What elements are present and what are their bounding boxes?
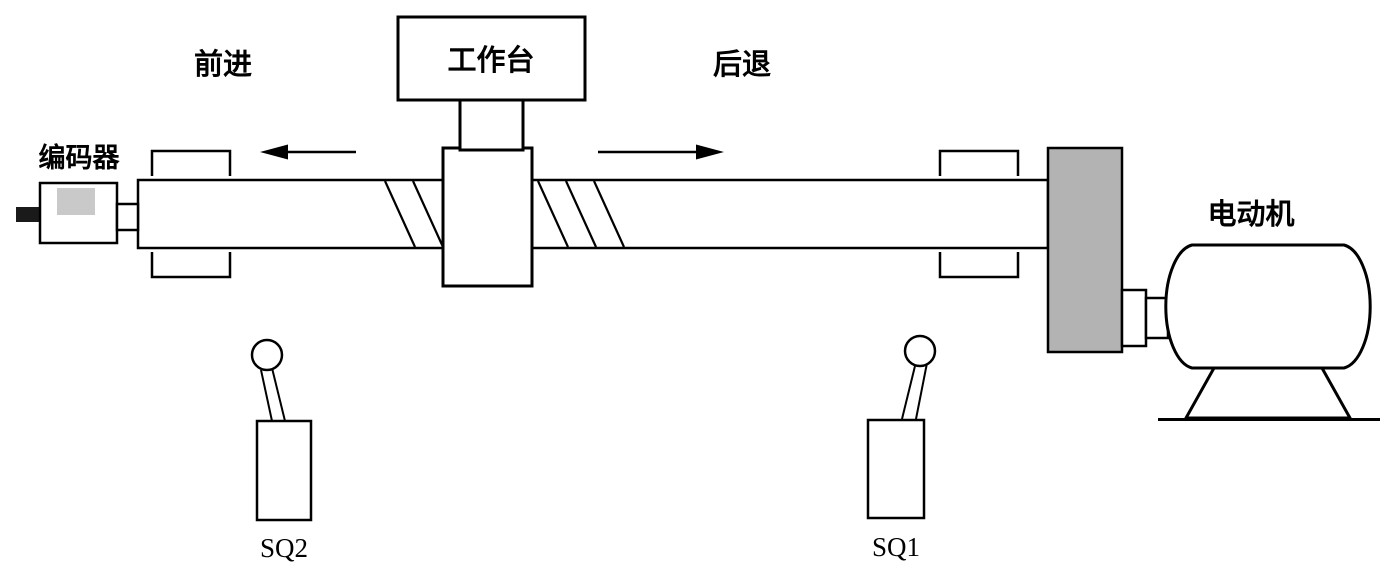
- forward-label: 前进: [194, 47, 252, 81]
- thread-hatch-line: [536, 180, 570, 248]
- support-brackets: [150, 149, 1020, 279]
- encoder-shaft-stub: [16, 207, 41, 222]
- worktable-box: [396, 15, 587, 102]
- encoder-window: [57, 188, 95, 215]
- sq2-lever-line: [271, 367, 286, 422]
- encoder-label: 编码器: [39, 142, 121, 173]
- motor-coupling-step-1: [1120, 288, 1148, 348]
- lead-screw-shaft: [136, 178, 1050, 250]
- sq1-body: [866, 418, 926, 520]
- sq1-roller: [903, 334, 937, 368]
- limit-switch-sq1: SQ1: [866, 334, 937, 562]
- screw-thread-hatching: [383, 180, 626, 248]
- backward-label: 后退: [713, 48, 771, 81]
- sq2-lever-line: [260, 369, 273, 422]
- support-bracket-top-left: [150, 149, 232, 176]
- support-bracket-top-right: [938, 149, 1020, 176]
- motor-body: [1164, 243, 1372, 370]
- carriage-nut-block: [441, 146, 534, 288]
- sq1-lever-line: [901, 365, 916, 420]
- thread-hatch-line: [564, 180, 598, 248]
- motor-base: [1183, 366, 1353, 420]
- forward-arrow-head: [260, 144, 288, 160]
- sq2-body: [255, 419, 313, 522]
- backward-arrow-head: [696, 144, 724, 160]
- sq2-label: SQ2: [260, 533, 308, 563]
- sq1-label: SQ1: [872, 532, 920, 562]
- worktable-label: 工作台: [447, 43, 534, 77]
- support-bracket-bottom-right: [938, 252, 1020, 279]
- motor-label: 电动机: [1207, 198, 1294, 231]
- support-bracket-bottom-left: [150, 252, 232, 279]
- encoder-coupling: [115, 202, 140, 232]
- thread-hatch-line: [411, 180, 445, 248]
- thread-hatch-line: [383, 180, 417, 248]
- sq1-lever-line: [915, 362, 928, 420]
- thread-hatch-line: [592, 180, 626, 248]
- worktable-neck: [458, 98, 525, 152]
- bearing-block: [1046, 146, 1124, 354]
- sq2-roller: [250, 338, 284, 372]
- limit-switch-sq2: SQ2: [250, 338, 313, 563]
